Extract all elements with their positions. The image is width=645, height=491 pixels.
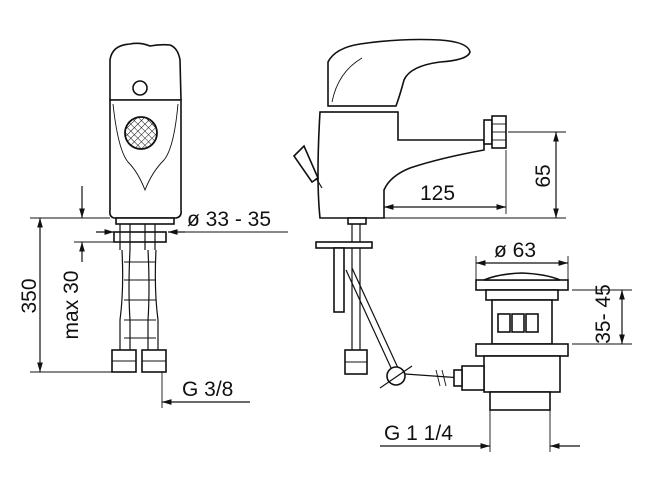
lever-screw-icon xyxy=(132,80,148,96)
front-lever xyxy=(109,42,182,101)
spout-nut xyxy=(483,119,493,145)
front-mounting-plate xyxy=(113,231,167,243)
hose-left xyxy=(119,249,124,350)
waste-tailpiece xyxy=(483,355,561,393)
dim-waste-diameter: ø 63 xyxy=(494,239,536,262)
dim-spout-reach: 125 xyxy=(420,182,455,205)
waste-thread xyxy=(489,391,551,411)
front-view xyxy=(109,42,182,373)
side-lever xyxy=(327,38,471,107)
dim-height-total: 350 xyxy=(18,278,41,313)
pivot-housing xyxy=(461,365,485,391)
waste-plug xyxy=(483,272,561,281)
side-lever-contour xyxy=(331,57,363,103)
side-view xyxy=(292,38,507,389)
dim-hole-diameter: ø 33 - 35 xyxy=(187,208,271,231)
dim-spout-height: 65 xyxy=(532,164,555,187)
front-body-contour xyxy=(112,103,179,192)
front-base-ring xyxy=(115,217,175,225)
dim-thread-waste: G 1 1/4 xyxy=(384,422,453,445)
side-base-ring xyxy=(347,217,367,225)
dim-thread-supply: G 3/8 xyxy=(182,378,233,401)
waste-assembly xyxy=(453,272,569,411)
aerator-mesh-icon xyxy=(124,116,158,150)
side-mounting-plate xyxy=(315,241,373,249)
side-dimensions: 125 65 ø 63 35- 45 G 1 1/4 xyxy=(380,131,632,452)
popup-knob xyxy=(292,144,320,184)
waste-flange xyxy=(475,279,569,291)
linkage-clip xyxy=(386,366,406,386)
waste-nut xyxy=(475,343,569,357)
dim-waste-range: 35- 45 xyxy=(592,284,615,344)
front-dimensions: 350 max 30 ø 33 - 35 G 3/8 xyxy=(18,186,288,408)
popup-rod xyxy=(333,247,345,313)
dim-max-below: max 30 xyxy=(60,271,83,340)
side-body xyxy=(317,111,485,219)
